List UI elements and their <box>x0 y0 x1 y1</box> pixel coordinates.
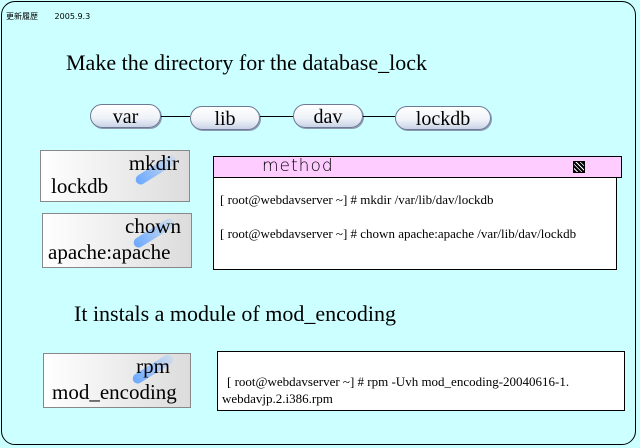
command-name: chown <box>125 214 181 238</box>
path-node-dav: dav <box>293 104 363 128</box>
path-node-lockdb: lockdb <box>395 106 491 130</box>
rpm-command-box: rpm mod_encoding <box>43 352 191 408</box>
hatch-pattern-icon <box>573 161 585 173</box>
path-node-var: var <box>90 104 161 128</box>
revision-date: 2005.9.3 <box>54 12 91 21</box>
method-body: [ root@webdavserver ~] # mkdir /var/lib/… <box>213 178 617 270</box>
path-connector <box>161 116 190 117</box>
chown-command-box: chown apache:apache <box>42 213 192 268</box>
method-title-bar: method <box>213 156 622 178</box>
command-line: [ root@webdavserver ~] # chown apache:ap… <box>220 226 577 241</box>
path-connector <box>260 116 293 117</box>
slide-header: 更新履歴 2005.9.3 <box>6 11 104 22</box>
command-name: mkdir <box>128 151 179 175</box>
method-panel: method [ root@webdavserver ~] # mkdir /v… <box>213 156 622 270</box>
command-argument: lockdb <box>51 174 109 198</box>
command-argument: apache:apache <box>48 240 171 264</box>
revision-label: 更新履歴 <box>6 12 38 21</box>
path-connector <box>363 116 395 117</box>
method-title: method <box>262 156 334 176</box>
section2-heading: It instals a module of mod_encoding <box>74 301 396 326</box>
path-node-lib: lib <box>190 106 260 130</box>
command-line: webdavjp.2.i386.rpm <box>222 391 333 406</box>
command-line: [ root@webdavserver ~] # mkdir /var/lib/… <box>220 192 494 207</box>
command-name: rpm <box>136 354 170 378</box>
mkdir-command-box: mkdir lockdb <box>40 150 190 202</box>
command-argument: mod_encoding <box>52 380 177 404</box>
rpm-command-panel: [ root@webdavserver ~] # rpm -Uvh mod_en… <box>217 351 625 411</box>
command-line: [ root@webdavserver ~] # rpm -Uvh mod_en… <box>227 374 570 389</box>
section1-heading: Make the directory for the database_lock <box>66 50 428 75</box>
